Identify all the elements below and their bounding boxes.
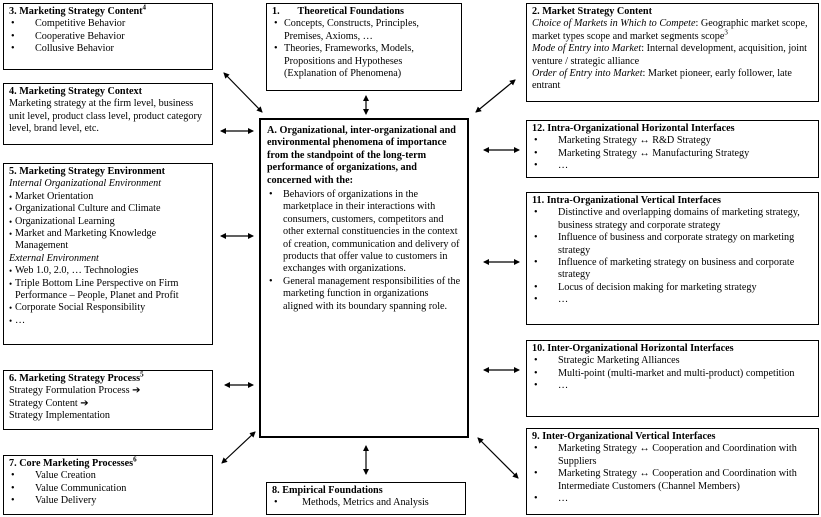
list-item: Influence of business and corporate stra… xyxy=(532,232,814,257)
box-inter-org-vertical: 9. Inter-Organizational Vertical Interfa… xyxy=(526,428,819,515)
arrow-7-to-A xyxy=(221,431,256,464)
box-core-marketing-processes: 7. Core Marketing Processes6 Value Creat… xyxy=(3,455,213,515)
box-marketing-strategy-environment: 5. Marketing Strategy Environment Intern… xyxy=(3,163,213,345)
list-item: Web 1.0, 2.0, … Technologies xyxy=(9,265,208,278)
list-item: Multi-point (multi-market and multi-prod… xyxy=(532,368,814,381)
list-item: Cooperative Behavior xyxy=(9,31,208,44)
box-marketing-strategy-context: 4. Marketing Strategy Context Marketing … xyxy=(3,83,213,145)
list-item: Locus of decision making for marketing s… xyxy=(532,282,814,295)
list-item: … xyxy=(9,315,208,328)
list-item: Marketing Strategy ↔ Cooperation and Coo… xyxy=(532,468,814,493)
box-line: Strategy Content ➔ xyxy=(9,397,89,409)
list-item: Value Creation xyxy=(9,470,208,483)
arrow-9-to-A xyxy=(477,437,519,479)
box-market-strategy-content: 2. Market Strategy Content Choice of Mar… xyxy=(526,3,819,102)
list-item: Distinctive and overlapping domains of m… xyxy=(532,207,814,232)
box-line: Strategy Formulation Process ➔ xyxy=(9,385,141,397)
box-intra-org-horizontal: 12. Intra-Organizational Horizontal Inte… xyxy=(526,120,819,178)
section-heading: Internal Organizational Environment xyxy=(9,178,162,190)
list-item: Value Communication xyxy=(9,483,208,496)
list-item: Marketing Strategy ↔ Manufacturing Strat… xyxy=(532,148,814,161)
list-item: Market Orientation xyxy=(9,191,208,204)
arrow-2-to-A xyxy=(475,79,516,113)
list-item: … xyxy=(532,380,814,393)
box-title: 2. Market Strategy Content xyxy=(532,6,652,17)
list-item: Influence of marketing strategy on busin… xyxy=(532,257,814,282)
box-title: 8. Empirical Foundations xyxy=(272,485,383,496)
list-item: Corporate Social Responsibility xyxy=(9,302,208,315)
list-item: Behaviors of organizations in the market… xyxy=(267,189,461,276)
list-item: … xyxy=(532,294,814,307)
box-title: 9. Inter-Organizational Vertical Interfa… xyxy=(532,431,716,442)
list-item: Collusive Behavior xyxy=(9,43,208,56)
list-item: Marketing Strategy ↔ Cooperation and Coo… xyxy=(532,443,814,468)
box-text: Marketing strategy at the firm level, bu… xyxy=(9,98,202,135)
list-item: Value Delivery xyxy=(9,495,208,508)
section-heading: External Environment xyxy=(9,252,99,264)
list-item: … xyxy=(532,493,814,506)
box-title: 11. Intra-Organizational Vertical Interf… xyxy=(532,195,722,206)
list-item: Market and Marketing Knowledge Managemen… xyxy=(9,228,208,253)
box-title: 10. Inter-Organizational Horizontal Inte… xyxy=(532,343,734,354)
box-central-phenomena: A. Organizational, inter-organizational … xyxy=(259,118,469,438)
list-item: Concepts, Constructs, Principles, Premis… xyxy=(272,18,457,43)
box-line: Order of Entry into Market: Market pione… xyxy=(532,68,792,92)
list-item: Organizational Learning xyxy=(9,216,208,229)
list-item: Methods, Metrics and Analysis xyxy=(272,497,461,510)
box-line: Choice of Markets in Which to Compete: G… xyxy=(532,18,808,42)
box-inter-org-horizontal: 10. Inter-Organizational Horizontal Inte… xyxy=(526,340,819,417)
box-intra-org-vertical: 11. Intra-Organizational Vertical Interf… xyxy=(526,192,819,325)
box-empirical-foundations: 8. Empirical Foundations Methods, Metric… xyxy=(266,482,466,515)
box-line: Strategy Implementation xyxy=(9,410,110,422)
list-item: Strategic Marketing Alliances xyxy=(532,355,814,368)
list-item: Organizational Culture and Climate xyxy=(9,203,208,216)
list-item: Theories, Frameworks, Models, Propositio… xyxy=(272,43,457,80)
box-title: 4. Marketing Strategy Context xyxy=(9,86,142,97)
box-line: Mode of Entry into Market: Internal deve… xyxy=(532,43,808,67)
box-title: 12. Intra-Organizational Horizontal Inte… xyxy=(532,123,735,134)
box-title: 1. Theoretical Foundations xyxy=(272,6,404,17)
list-item: … xyxy=(532,160,814,173)
box-title: 3. Marketing Strategy Content4 xyxy=(9,3,147,17)
list-item: Triple Bottom Line Perspective on Firm P… xyxy=(9,278,208,303)
arrow-3-to-A xyxy=(223,72,263,113)
list-item: Competitive Behavior xyxy=(9,18,208,31)
box-title: 6. Marketing Strategy Process5 xyxy=(9,370,144,384)
box-marketing-strategy-process: 6. Marketing Strategy Process5 Strategy … xyxy=(3,370,213,430)
box-title: A. Organizational, inter-organizational … xyxy=(267,125,456,186)
list-item: General management responsibilities of t… xyxy=(267,276,461,313)
box-theoretical-foundations: 1. Theoretical Foundations Concepts, Con… xyxy=(266,3,462,91)
box-title: 5. Marketing Strategy Environment xyxy=(9,166,166,177)
list-item: Marketing Strategy ↔ R&D Strategy xyxy=(532,135,814,148)
box-title: 7. Core Marketing Processes6 xyxy=(9,455,137,469)
box-marketing-strategy-content: 3. Marketing Strategy Content4 Competiti… xyxy=(3,3,213,70)
